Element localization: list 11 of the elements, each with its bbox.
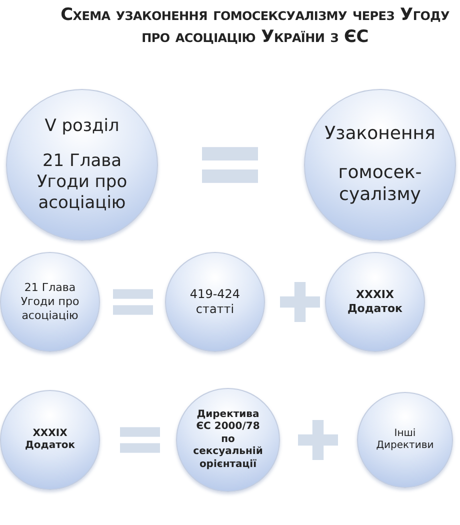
node-text: Інші Директиви: [375, 428, 435, 452]
node-text: V розділ: [44, 116, 120, 137]
diagram-title: Схема узаконення гомосексуалізму через Угоду про асоціацію України з ЄС: [60, 4, 450, 48]
node-text: 21 Глава Угоди про асоціацію: [20, 281, 80, 323]
node-text: XXXIX Додаток: [24, 428, 76, 452]
node-text: XXXIX Додаток: [346, 288, 404, 316]
node-text: Узаконення: [324, 123, 436, 146]
node-text: гомосек- суалізму: [337, 162, 423, 207]
node-text: Директива ЄС 2000/78 по сексуальній орієнтації: [192, 408, 264, 472]
node-text: 419-424 статті: [188, 287, 242, 317]
node-text: 21 Глава Угоди про асоціацію: [36, 150, 128, 214]
